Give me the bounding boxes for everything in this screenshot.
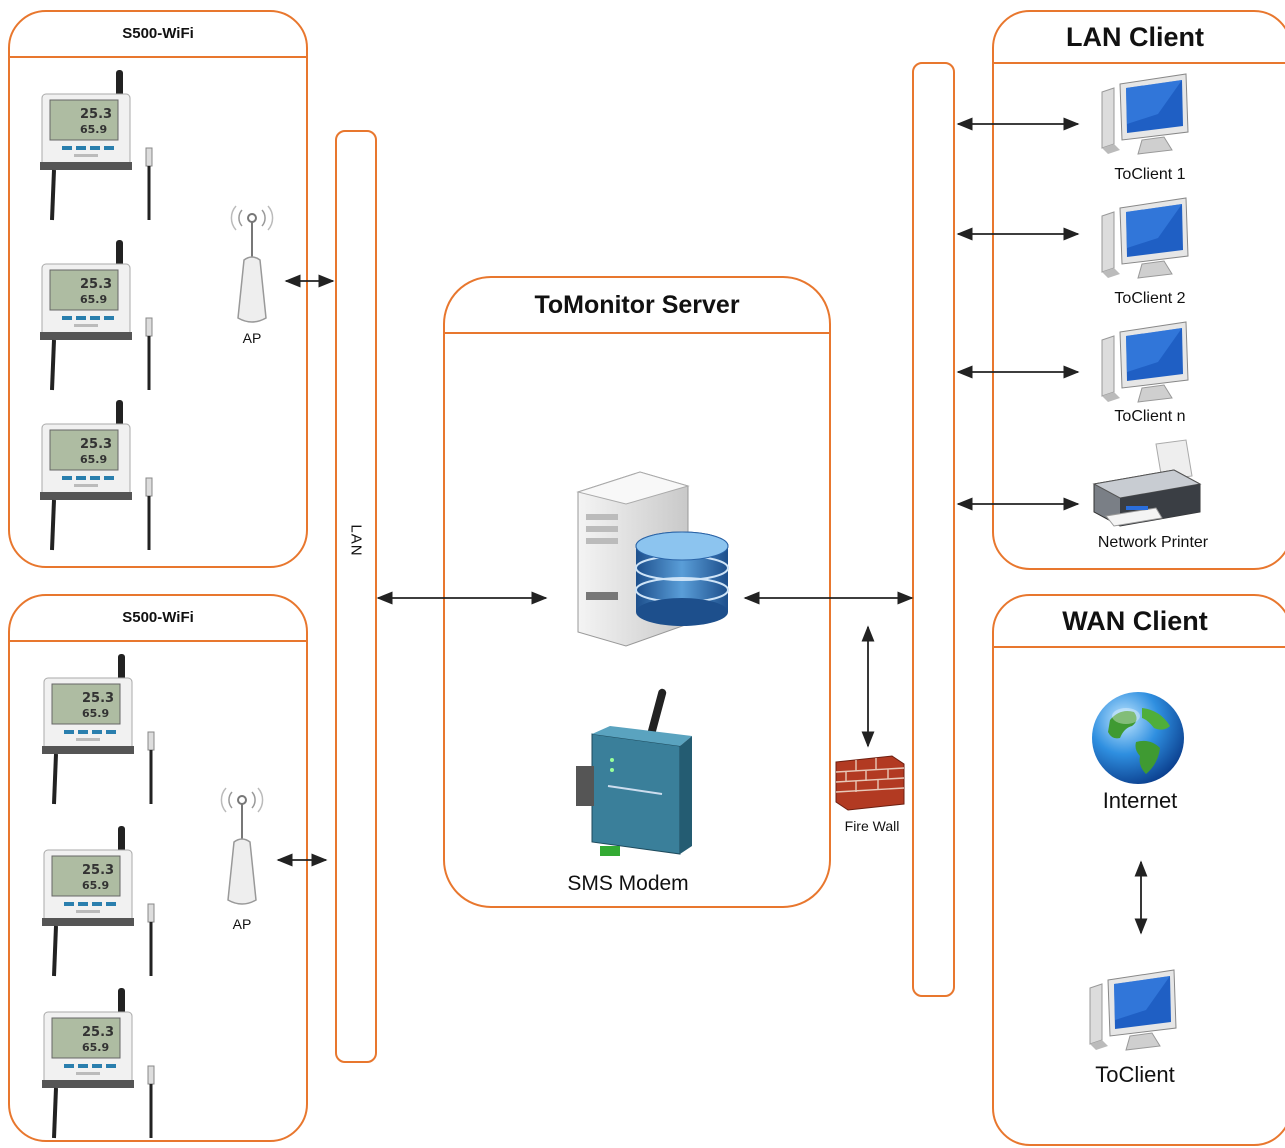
computer-icon (1089, 969, 1177, 1051)
sms-modem-icon (576, 688, 692, 856)
access-point-icon (220, 787, 264, 905)
printer-icon (1092, 439, 1202, 527)
globe-icon (1092, 692, 1184, 784)
data-logger-icon: 25.365.9 (42, 826, 155, 977)
data-logger-icon: 25.365.9 (40, 240, 153, 391)
ap-label: AP (232, 916, 252, 932)
svg-text:65.9: 65.9 (80, 123, 107, 136)
data-logger-icon: 25.365.9 (42, 654, 155, 805)
svg-text:65.9: 65.9 (80, 293, 107, 306)
wan-client-label: ToClient (1095, 1062, 1175, 1087)
lan-client-label: ToClient 2 (1114, 290, 1186, 307)
svg-text:25.3: 25.3 (80, 277, 112, 292)
sms-modem-label: SMS Modem (567, 872, 689, 895)
server-database-icon (576, 471, 729, 647)
svg-text:25.3: 25.3 (82, 863, 114, 878)
svg-text:65.9: 65.9 (82, 1041, 109, 1054)
computer-icon (1101, 197, 1189, 279)
lan-client-title: LAN Client (994, 12, 1285, 64)
svg-text:25.3: 25.3 (80, 107, 112, 122)
svg-text:65.9: 65.9 (82, 707, 109, 720)
wan-client-title: WAN Client (994, 596, 1285, 648)
sensor-group-title: S500-WiFi (10, 12, 306, 58)
lan-bus (335, 130, 377, 1063)
internet-label: Internet (1102, 788, 1178, 813)
access-point-icon (230, 205, 274, 323)
data-logger-icon: 25.365.9 (42, 988, 155, 1139)
lan-client-label: ToClient 1 (1114, 166, 1186, 183)
server-title: ToMonitor Server (445, 278, 829, 334)
svg-text:25.3: 25.3 (80, 437, 112, 452)
firewall-icon (835, 755, 905, 811)
svg-text:65.9: 65.9 (82, 879, 109, 892)
svg-text:65.9: 65.9 (80, 453, 107, 466)
lan-client-label: ToClient n (1114, 408, 1186, 425)
printer-label: Network Printer (1097, 534, 1209, 551)
backbone-bus (912, 62, 955, 997)
data-logger-icon: 25.365.9 (40, 400, 153, 551)
sensor-group-title: S500-WiFi (10, 596, 306, 642)
ap-label: AP (242, 330, 262, 346)
firewall-label: Fire Wall (844, 818, 900, 834)
computer-icon (1101, 321, 1189, 403)
svg-text:25.3: 25.3 (82, 1025, 114, 1040)
computer-icon (1101, 73, 1189, 155)
data-logger-icon: 25.365.9 (40, 70, 153, 221)
svg-text:25.3: 25.3 (82, 691, 114, 706)
